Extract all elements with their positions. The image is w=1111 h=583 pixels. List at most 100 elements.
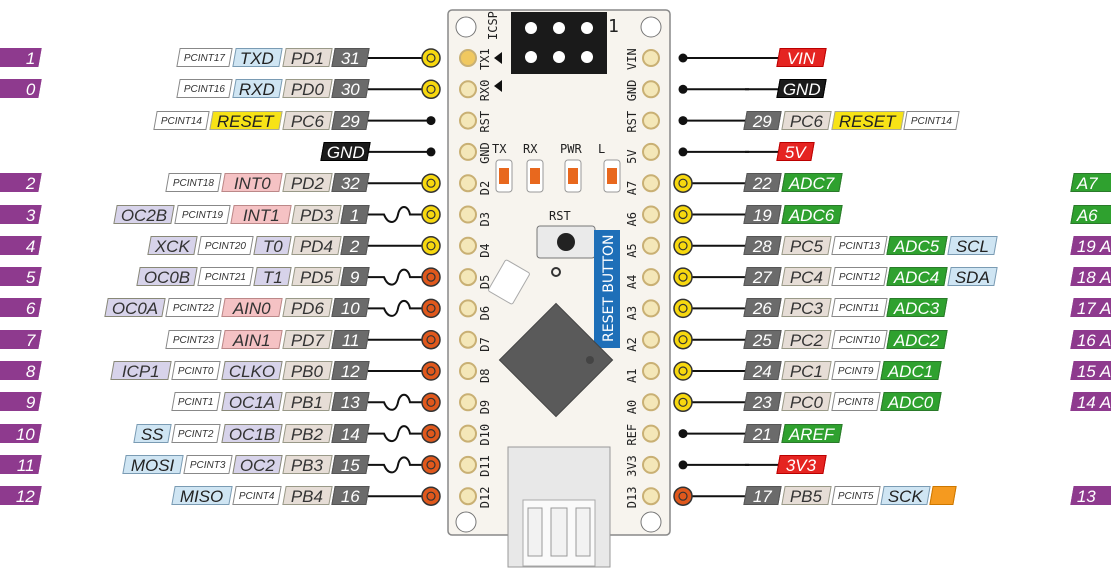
right-pin-5-center <box>678 209 688 220</box>
right-row-10-tag-1-text: PC1 <box>789 362 823 380</box>
header-pad-r-a1 <box>642 362 660 380</box>
left-index-tag-9: 7 <box>0 329 42 349</box>
left-row-9-tag-0-text: PCINT23 <box>172 334 214 346</box>
left-connector-5 <box>368 206 431 223</box>
right-row-4-tag-1: ADC7 <box>781 173 843 193</box>
header-label-d4: D4 <box>478 243 492 257</box>
right-pin-8-center <box>678 303 688 313</box>
left-pin-6 <box>421 236 441 256</box>
right-index-tag-4: A7 <box>1070 173 1111 193</box>
right-index-tag-10-text: 15 A <box>1076 362 1111 380</box>
right-row-9-tag-3-text: ADC2 <box>894 330 940 349</box>
left-row-4-tag-0-text: PCINT18 <box>172 178 214 190</box>
right-row-6-tag-0: 28 <box>743 235 782 255</box>
right-row-4-tag-1-text: ADC7 <box>789 174 835 193</box>
right-row-12-tag-0: 21 <box>743 423 782 443</box>
mounting-hole-tl <box>455 16 477 38</box>
header-label-d12: D12 <box>478 487 492 509</box>
right-pin-2 <box>678 116 688 126</box>
header-label-r-a2: A2 <box>625 337 639 351</box>
left-pin-5-center <box>426 209 436 220</box>
left-row-9-tag-3: 11 <box>331 329 370 349</box>
left-index-tag-6: 4 <box>0 235 42 255</box>
left-row-8-tag-0: OC0A <box>104 298 166 318</box>
right-index-tag-4-text: A7 <box>1076 174 1098 193</box>
left-row-2-tag-3-text: 29 <box>340 111 360 130</box>
right-row-14-tag-1: PB5 <box>781 486 832 506</box>
left-row-14-tag-0-text: MISO <box>180 487 224 506</box>
header-label-r-a7: A7 <box>625 181 639 195</box>
mounting-hole-bl <box>455 511 477 533</box>
left-row-0-tag-1-text: TXD <box>240 49 275 67</box>
left-row-7-tag-3: PD5 <box>290 267 341 287</box>
right-row-9-tag-0: 25 <box>743 329 782 349</box>
header-pad-r-a6 <box>642 205 660 224</box>
left-row-12-tag-2-text: OC1B <box>228 424 275 443</box>
right-pin-7-center <box>678 272 688 282</box>
right-row-5-tag-1: ADC6 <box>781 204 843 224</box>
right-row-3-tag-0: 5V <box>776 141 815 161</box>
header-pad-r-5v <box>642 142 660 161</box>
left-pin-11-center <box>426 397 436 407</box>
left-row-13-tag-2-text: OC2 <box>239 455 275 474</box>
right-pin-0 <box>678 53 688 63</box>
header-label-r-3v3: 3V3 <box>625 455 639 477</box>
left-row-0-tag-3: 31 <box>331 48 370 67</box>
right-pin-13 <box>678 460 688 470</box>
left-row-4-tag-0: PCINT18 <box>165 173 222 193</box>
right-row-6-tag-0-text: 28 <box>752 236 772 255</box>
left-pin-4 <box>421 173 441 193</box>
right-pin-6 <box>673 236 693 256</box>
left-row-8-tag-3-text: PD6 <box>290 299 324 318</box>
left-pin-11 <box>421 392 441 413</box>
left-row-8-tag-0-text: OC0A <box>111 299 158 318</box>
pwr-led-label: PWR <box>560 142 582 156</box>
crystal <box>488 259 530 305</box>
left-pin-5 <box>421 204 441 225</box>
header-pad-r-gnd <box>642 80 660 99</box>
left-row-1-tag-3: 30 <box>331 79 370 99</box>
right-row-11-tag-1: PC0 <box>781 392 832 412</box>
header-pad-d4 <box>459 236 477 255</box>
reset-switch-cap[interactable] <box>557 233 575 251</box>
right-index-tag-8-text: 17 A <box>1076 299 1111 318</box>
left-pin-10-center <box>426 366 436 376</box>
right-row-4-tag-0: 22 <box>743 173 782 193</box>
left-pin-1-center <box>426 84 436 94</box>
right-row-11-tag-1-text: PC0 <box>789 393 823 412</box>
right-row-2-tag-1-text: PC6 <box>789 111 823 130</box>
right-row-2-tag-0: 29 <box>743 110 782 130</box>
right-row-13-tag-0-text: 3V3 <box>785 455 817 474</box>
left-row-12-tag-1-text: PCINT2 <box>178 428 214 440</box>
left-pin-2 <box>426 116 436 126</box>
header-pad-r-a0 <box>642 393 660 412</box>
left-pin-13-center <box>426 460 436 470</box>
right-row-6-tag-4-text: SCL <box>955 236 989 255</box>
right-row-6-tag-1-text: PC5 <box>789 236 823 255</box>
header-label-d5: D5 <box>478 275 492 289</box>
left-row-10-tag-0-text: ICP1 <box>122 362 160 380</box>
left-row-5-tag-1-text: PCINT19 <box>181 209 223 221</box>
right-row-12-tag-1: AREF <box>781 423 843 443</box>
left-row-3-tag-0-text: GND <box>326 142 365 161</box>
header-pad-rst <box>459 111 477 130</box>
icsp-header <box>511 12 607 74</box>
left-row-12-tag-2: OC1B <box>220 423 283 443</box>
left-row-11-tag-2: PB1 <box>281 392 332 412</box>
right-row-8-tag-3-text: ADC3 <box>894 299 940 318</box>
right-row-6-tag-4: SCL <box>947 235 998 255</box>
left-row-0-tag-3-text: 31 <box>340 49 360 67</box>
header-label-d10: D10 <box>478 424 492 446</box>
left-pin-3 <box>426 147 436 157</box>
left-row-8-tag-2-text: AIN0 <box>232 299 271 318</box>
right-index-tag-9: 16 A <box>1070 329 1111 349</box>
right-row-7-tag-3: ADC4 <box>886 267 948 287</box>
right-row-10-tag-0-text: 24 <box>752 362 772 380</box>
left-row-0-tag-2: PD1 <box>281 48 332 67</box>
right-row-7-tag-4: SDA <box>947 267 998 287</box>
left-row-2-tag-1: RESET <box>209 110 283 130</box>
right-row-12-tag-1-text: AREF <box>789 424 835 443</box>
header-pad-r-3v3 <box>642 455 660 474</box>
usb-tab-mid <box>550 507 568 557</box>
header-pad-d2 <box>459 174 477 193</box>
